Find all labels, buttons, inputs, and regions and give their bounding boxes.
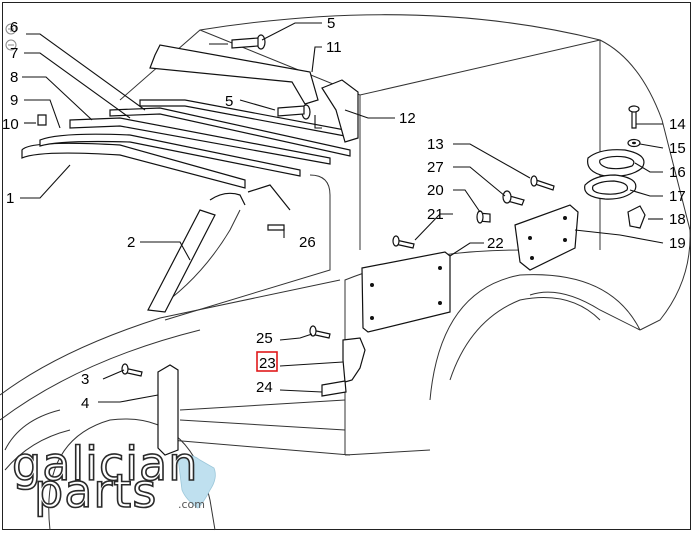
callout-8[interactable]: 8 [10, 69, 18, 86]
callout-14[interactable]: 14 [669, 116, 686, 133]
callout-22[interactable]: 22 [487, 235, 504, 252]
callout-4[interactable]: 4 [81, 395, 89, 412]
roof-rail-assembly [21, 44, 359, 211]
callout-23-highlight [256, 351, 278, 372]
callout-25[interactable]: 25 [256, 330, 273, 347]
zoom-out-icon[interactable] [5, 39, 17, 51]
callout-19[interactable]: 19 [669, 235, 686, 252]
leader-lines [20, 22, 664, 403]
callout-11[interactable]: 11 [326, 39, 342, 56]
callout-6[interactable]: 6 [10, 19, 18, 36]
callout-16[interactable]: 16 [669, 164, 686, 181]
watermark-line1: galician [12, 437, 198, 491]
callout-27[interactable]: 27 [427, 159, 444, 176]
callout-2[interactable]: 2 [127, 234, 135, 251]
fastener-parts [37, 34, 641, 377]
map-shape-icon [177, 455, 216, 509]
callout-17[interactable]: 17 [669, 188, 686, 205]
callout-3[interactable]: 3 [81, 371, 89, 388]
watermark-suffix: .com [178, 498, 205, 511]
panel-parts [361, 149, 646, 333]
callout-9[interactable]: 9 [10, 92, 18, 109]
callout-5-top[interactable]: 5 [327, 15, 335, 32]
callout-18[interactable]: 18 [669, 211, 686, 228]
pillar-parts [147, 209, 366, 456]
callout-23[interactable]: 23 [259, 355, 276, 372]
callout-labels: 6 7 8 9 10 1 2 3 4 5 5 11 12 13 27 20 21… [2, 15, 686, 412]
callout-13[interactable]: 13 [427, 136, 444, 153]
callout-26[interactable]: 26 [299, 234, 316, 251]
callout-20[interactable]: 20 [427, 182, 444, 199]
watermark-logo: galician parts .com [11, 436, 216, 519]
callout-12[interactable]: 12 [399, 110, 416, 127]
zoom-in-icon[interactable] [5, 23, 17, 35]
watermark-line2: parts [34, 464, 157, 518]
callout-5-middle[interactable]: 5 [225, 93, 233, 110]
callout-24[interactable]: 24 [256, 379, 273, 396]
car-body-outline [0, 14, 691, 531]
callout-7[interactable]: 7 [10, 45, 18, 62]
callout-15[interactable]: 15 [669, 140, 686, 157]
callout-10[interactable]: 10 [2, 116, 19, 133]
callout-21[interactable]: 21 [427, 206, 444, 223]
callout-1[interactable]: 1 [6, 190, 14, 207]
